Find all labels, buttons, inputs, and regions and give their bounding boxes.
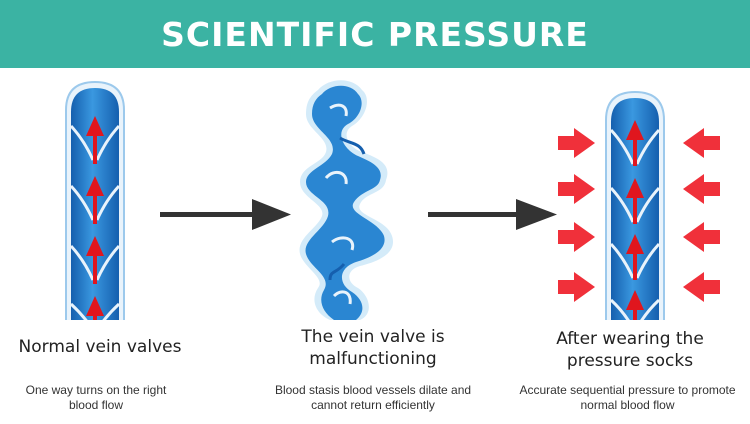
dilated-vein-icon: [299, 80, 394, 320]
normal-vein-icon: [65, 80, 125, 320]
panel-1-heading: Normal vein valves: [18, 337, 182, 357]
diagram-illustration: [65, 80, 720, 320]
header-banner: SCIENTIFIC PRESSURE: [0, 0, 750, 68]
valve-flaps: [69, 124, 121, 320]
pressure-arrows-right: [683, 128, 720, 302]
compressed-vein-icon: [558, 90, 720, 320]
pressure-arrows-left: [558, 128, 595, 302]
panel-3-caption: Accurate sequential pressure to promote …: [519, 383, 736, 412]
flow-arrows: [86, 116, 104, 320]
process-arrow-2: [428, 199, 557, 230]
panel-2-caption: Blood stasis blood vessels dilate and ca…: [274, 383, 472, 412]
diagram-area: Normal vein valves The vein valve is mal…: [0, 68, 750, 424]
page-title: SCIENTIFIC PRESSURE: [161, 14, 589, 54]
panel-1-caption: One way turns on the right blood flow: [25, 383, 167, 412]
process-arrow-1: [160, 199, 291, 230]
panel-2-heading: The vein valve is malfunctioning: [301, 327, 445, 369]
panel-3-heading: After wearing the pressure socks: [556, 329, 704, 371]
